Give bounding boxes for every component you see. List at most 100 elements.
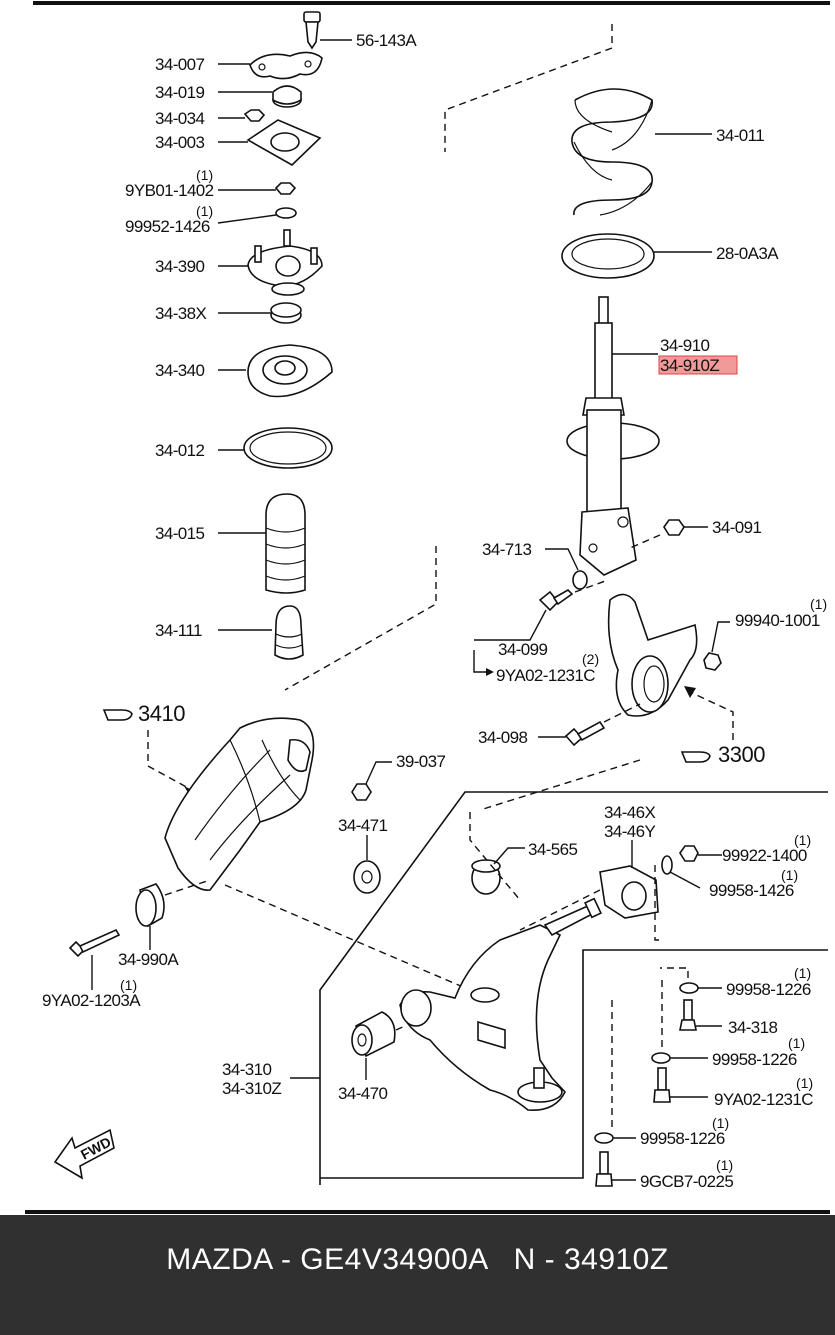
label-34-011: 34-011: [716, 126, 764, 145]
qty-label: (1): [196, 203, 213, 219]
label-34-910Z: 34-910Z: [660, 356, 719, 375]
qty-label: (1): [716, 1157, 733, 1173]
part-number-footer: MAZDA - GE4V34900A N - 34910Z: [0, 1215, 835, 1335]
label-34-990A: 34-990A: [118, 950, 179, 969]
bolt-part: [653, 1067, 708, 1103]
label-3410: 3410: [138, 701, 185, 726]
mount-bracket-part: [218, 51, 323, 80]
nut-part: [703, 621, 730, 671]
washer-part: [545, 548, 588, 590]
nut-part: [351, 761, 392, 801]
label-34-713: 34-713: [482, 540, 531, 559]
label-99958-1426: 99958-1426: [709, 881, 794, 900]
label-34-46X: 34-46X: [604, 803, 655, 822]
label-34-003: 34-003: [155, 133, 204, 152]
nut-part: [679, 845, 722, 862]
spring-insulator-part: [218, 427, 333, 469]
label-34-034: 34-034: [155, 109, 204, 128]
label-34-099: 34-099: [498, 640, 547, 659]
label-34-310Z: 34-310Z: [222, 1079, 281, 1098]
bearing-part: [218, 302, 302, 324]
bolt-part: [595, 1151, 636, 1187]
label-9YB01-1402: 9YB01-1402: [125, 181, 214, 200]
bushing-bracket-part: [599, 840, 659, 919]
label-9YA02-1231C: 9YA02-1231C: [714, 1090, 813, 1109]
bolt-part: [538, 703, 641, 747]
part-labels: 56-143A 34-007 34-019 34-034 34-003 (1) …: [42, 31, 827, 1191]
qty-label: (1): [196, 167, 213, 183]
label-34-091: 34-091: [712, 518, 761, 537]
label-34-019: 34-019: [155, 83, 204, 102]
label-34-471: 34-471: [338, 816, 387, 835]
bushing-part: [353, 835, 381, 894]
spring-seat-part: [218, 344, 333, 398]
label-34-46Y: 34-46Y: [604, 822, 655, 841]
washer-part: [679, 982, 722, 994]
washer-part: [594, 1132, 636, 1144]
label-34-38X: 34-38X: [155, 304, 206, 323]
parts-diagram: 56-143A 34-007 34-019 34-034 34-003 (1) …: [25, 1, 830, 1214]
fwd-arrow-icon: [53, 1128, 115, 1180]
strut-assembly-part: [566, 296, 660, 576]
label-9YA02-1231C: 9YA02-1231C: [496, 666, 595, 685]
dust-boot-part: [218, 493, 306, 594]
qty-label: (2): [582, 651, 599, 667]
bushing-part: [135, 879, 211, 950]
bushing-part: [471, 847, 525, 895]
label-99922-1400: 99922-1400: [722, 846, 807, 865]
label-28-0A3A: 28-0A3A: [716, 244, 779, 263]
washer-part: [651, 1052, 708, 1064]
washer-part: [661, 855, 701, 889]
label-34-470: 34-470: [338, 1084, 387, 1103]
bump-stop-part: [218, 605, 304, 660]
qty-label: (1): [796, 1075, 813, 1091]
label-34-012: 34-012: [155, 441, 204, 460]
qty-label: (1): [120, 977, 137, 993]
label-9GCB7-0225: 9GCB7-0225: [640, 1172, 733, 1191]
label-39-037: 39-037: [396, 752, 445, 771]
washer-part: [217, 207, 297, 224]
lower-control-arm-part: [399, 897, 602, 1111]
qty-label: (1): [810, 596, 827, 612]
qty-label: (1): [712, 1115, 729, 1131]
label-99958-1226: 99958-1226: [726, 980, 811, 999]
highlight-box: [658, 355, 738, 375]
qty-label: (1): [794, 965, 811, 981]
label-99958-1226: 99958-1226: [640, 1129, 725, 1148]
label-99940-1001: 99940-1001: [735, 611, 820, 630]
nut-part: [629, 519, 708, 549]
bolt-part: [68, 928, 121, 990]
label-99958-1226: 99958-1226: [712, 1050, 797, 1069]
label-34-318: 34-318: [728, 1018, 777, 1037]
hand-pointer-icon: [680, 751, 711, 763]
coil-spring-part: [571, 88, 712, 216]
footer-part-number: MAZDA - GE4V34900A N - 34910Z: [166, 1243, 669, 1276]
label-9YA02-1203A: 9YA02-1203A: [42, 991, 141, 1010]
bolt-part: [473, 589, 574, 676]
label-34-007: 34-007: [155, 55, 204, 74]
label-34-390: 34-390: [155, 257, 204, 276]
clip-part: [303, 11, 352, 50]
steering-knuckle-part: [607, 593, 698, 717]
spring-seat-upper-part: [561, 233, 712, 279]
bolt-part: [679, 999, 722, 1031]
small-nut-part: [218, 182, 297, 195]
qty-label: (1): [788, 1035, 805, 1051]
label-99952-1426: 99952-1426: [125, 217, 210, 236]
label-34-098: 34-098: [478, 728, 527, 747]
label-34-015: 34-015: [155, 524, 204, 543]
qty-label: (1): [794, 832, 811, 848]
label-34-111: 34-111: [155, 621, 202, 640]
mount-plate-part: [218, 119, 322, 166]
nut-part: [218, 109, 266, 122]
label-56-143A: 56-143A: [356, 31, 417, 50]
label-3300: 3300: [718, 742, 765, 767]
lower-arm-group-box: [319, 791, 828, 1185]
label-34-565: 34-565: [528, 840, 577, 859]
crossmember-part: [164, 717, 315, 891]
dust-cap-part: [218, 85, 302, 108]
hand-pointer-icon: [102, 709, 133, 721]
qty-label: (1): [781, 867, 798, 883]
label-34-340: 34-340: [155, 361, 204, 380]
bushing-part: [351, 1011, 406, 1080]
